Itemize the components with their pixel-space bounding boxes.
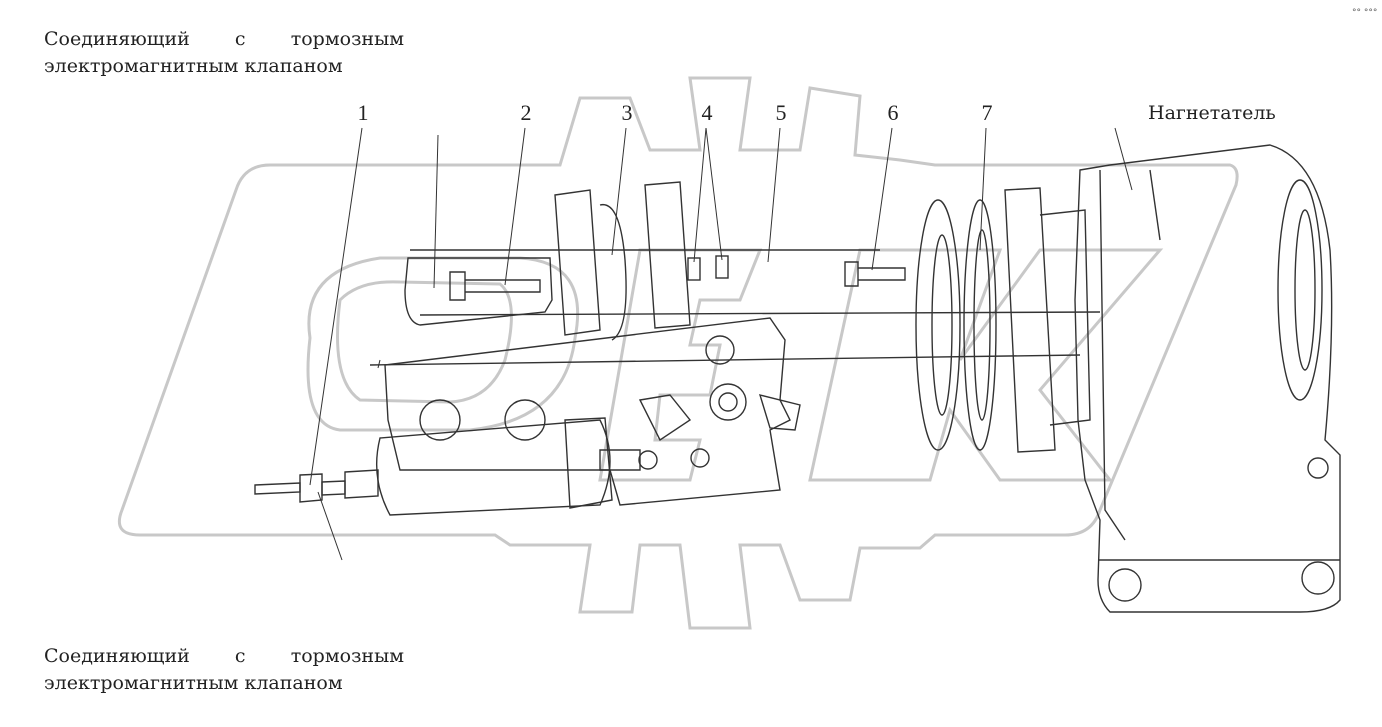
caption-top-line1: Соединяющий с тормозным: [44, 28, 404, 50]
leader-lines: [309, 127, 1133, 561]
mounting-bracket: [384, 317, 791, 506]
supercharger-label: Нагнетатель: [1148, 102, 1276, 124]
caption-bottom-line2: электромагнитным клапаном: [44, 672, 343, 694]
callout-3: 3: [621, 100, 633, 125]
fitting-1: [254, 482, 301, 495]
callout-7: 7: [981, 100, 993, 125]
corner-mark: °° °°°: [1352, 8, 1378, 18]
watermark-gear: [117, 76, 1239, 630]
bolt-2: [449, 271, 541, 301]
callout-2: 2: [520, 100, 532, 125]
supercharger-housing: [1074, 144, 1341, 613]
plate-5: [644, 181, 691, 329]
plate-3: [554, 189, 601, 336]
callout-4: 4: [701, 100, 713, 125]
bolt-6: [844, 261, 906, 287]
flange-c: [1004, 187, 1056, 453]
flange-b: [963, 199, 997, 451]
caption-bottom: Соединяющий с тормозным электромагнитным…: [44, 643, 404, 697]
callout-1: 1: [357, 100, 369, 125]
callout-6: 6: [887, 100, 899, 125]
assembly-drawing: [254, 144, 1341, 613]
brake-cylinder: [376, 419, 611, 516]
callout-5: 5: [775, 100, 787, 125]
caption-top: Соединяющий с тормозным электромагнитным…: [44, 26, 404, 80]
caption-bottom-line1: Соединяющий с тормозным: [44, 645, 404, 667]
caption-top-line2: электромагнитным клапаном: [44, 55, 343, 77]
flange-a: [915, 199, 961, 451]
